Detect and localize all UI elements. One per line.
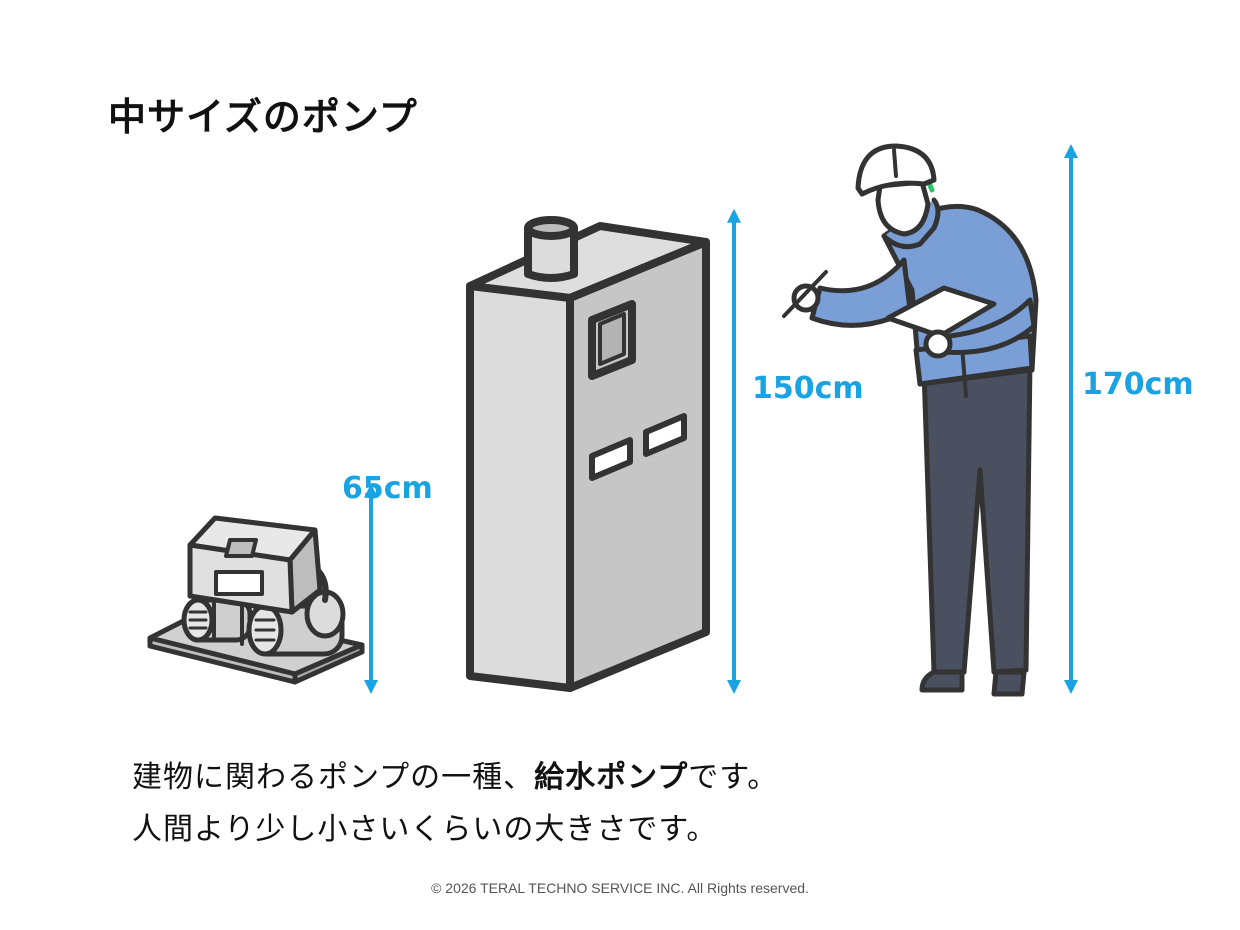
worker-person-icon — [782, 143, 1039, 697]
dimension-arrow-65: 65cm — [342, 471, 433, 694]
dimension-arrow-150: 150cm — [727, 208, 864, 694]
arrow-head-down-icon — [364, 680, 378, 694]
arrow-head-up-icon — [727, 208, 741, 223]
arrow-head-up-icon — [364, 483, 378, 498]
medium-pump-cabinet-icon — [466, 216, 710, 692]
description-prefix: 建物に関わるポンプの一種、 — [132, 760, 535, 795]
description-line-1: 建物に関わるポンプの一種、給水ポンプです。 — [132, 752, 778, 796]
arrow-head-up-icon — [1064, 144, 1078, 158]
copyright-text: © 2026 TERAL TECHNO SERVICE INC. All Rig… — [431, 880, 809, 896]
description-highlight: 給水ポンプ — [534, 760, 689, 795]
page-title: 中サイズのポンプ — [108, 95, 418, 139]
dimension-label-150: 150cm — [752, 371, 864, 406]
arrow-head-down-icon — [727, 680, 741, 694]
description-line-2: 人間より少し小さいくらいの大きさです。 — [132, 812, 718, 847]
dimension-label-170: 170cm — [1082, 367, 1194, 402]
dimension-arrow-170: 170cm — [1064, 144, 1194, 694]
description-suffix: です。 — [688, 760, 779, 795]
small-pump-icon — [147, 515, 365, 685]
dimension-arrows: 65cm 150cm 170cm — [342, 144, 1194, 694]
dimension-label-65: 65cm — [342, 471, 433, 506]
arrow-head-down-icon — [1064, 680, 1078, 694]
